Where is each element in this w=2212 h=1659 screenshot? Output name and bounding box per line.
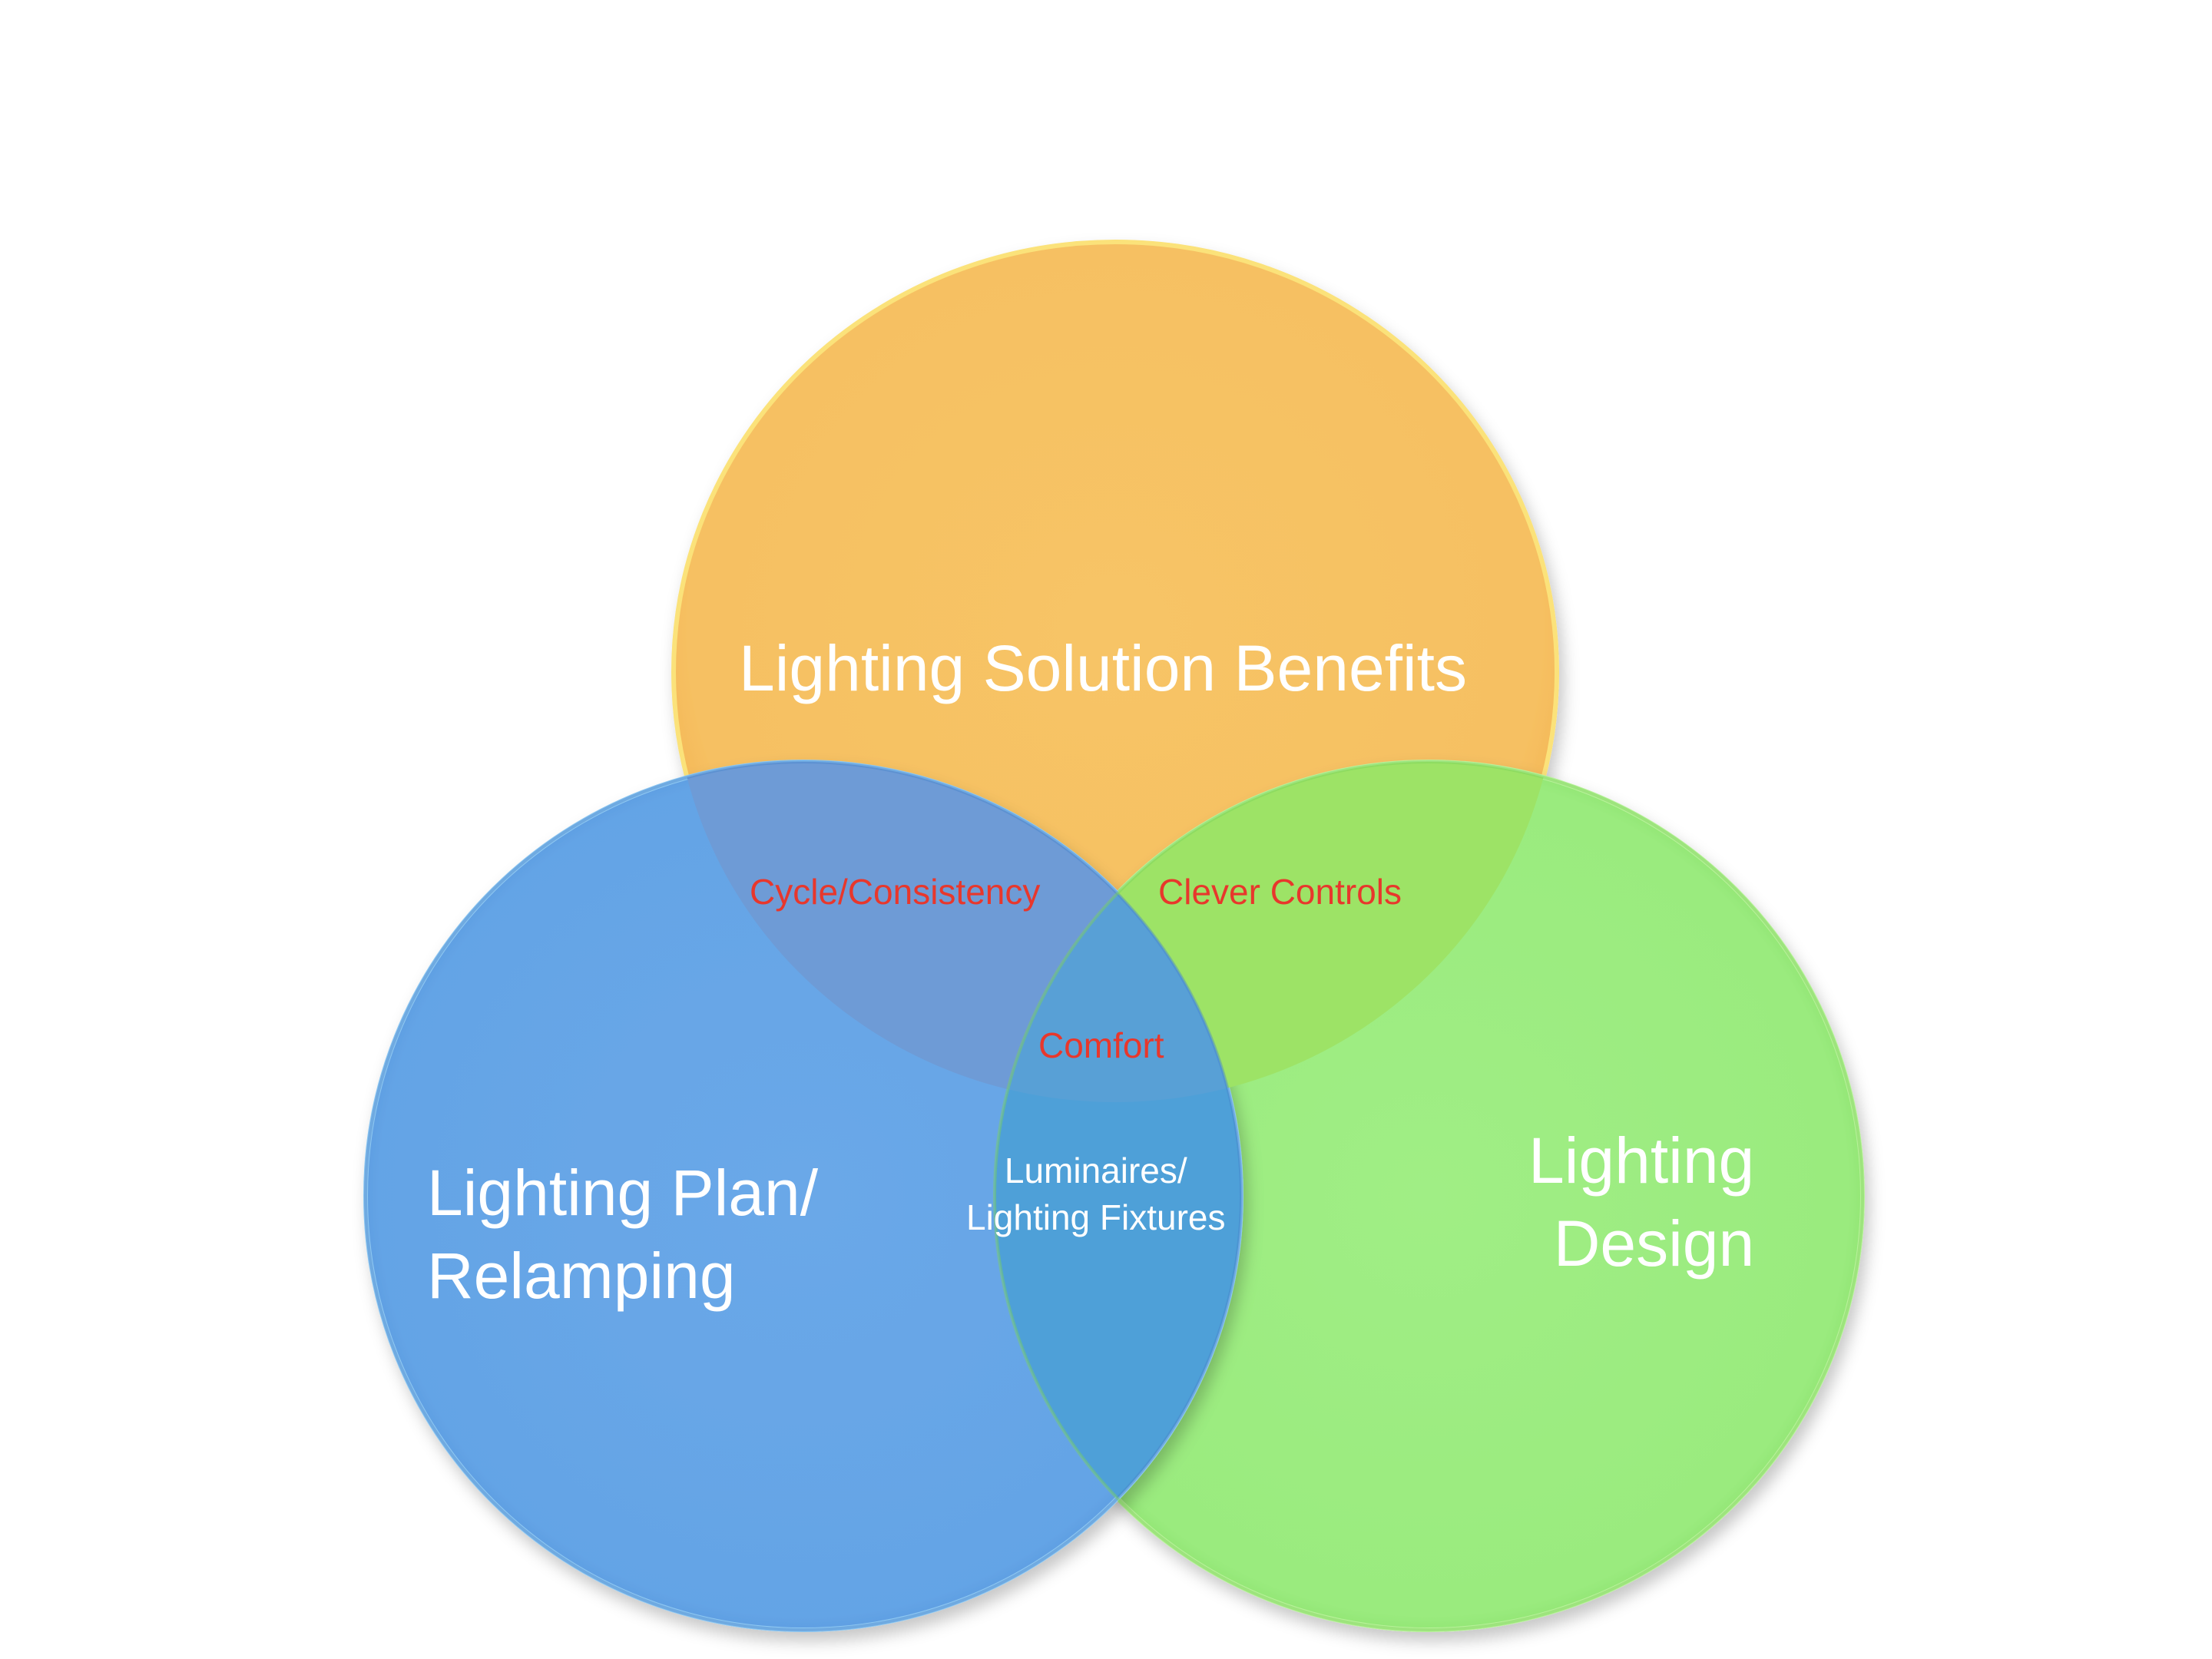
- label-cycle-consistency: Cycle/Consistency: [750, 872, 1041, 912]
- label-luminaires-line1: Luminaires/: [1004, 1151, 1187, 1190]
- label-clever-controls: Clever Controls: [1158, 872, 1402, 912]
- overlap-top-right: [995, 762, 1557, 1102]
- label-luminaires: Luminaires/ Lighting Fixtures: [966, 1147, 1226, 1240]
- label-lighting-plan: Lighting Plan/ Relamping: [427, 1152, 818, 1317]
- label-lighting-plan-line2: Relamping: [427, 1239, 736, 1312]
- label-lighting-plan-line1: Lighting Plan/: [427, 1157, 819, 1229]
- label-lighting-solution-benefits: Lighting Solution Benefits: [739, 632, 1467, 704]
- label-luminaires-line2: Lighting Fixtures: [966, 1197, 1226, 1237]
- label-comfort: Comfort: [1038, 1025, 1164, 1065]
- overlap-top-left: [674, 762, 1241, 1102]
- label-lighting-design: Lighting Design: [1528, 1120, 1754, 1285]
- label-lighting-design-line1: Lighting: [1528, 1124, 1755, 1197]
- label-lighting-design-line2: Design: [1553, 1207, 1755, 1280]
